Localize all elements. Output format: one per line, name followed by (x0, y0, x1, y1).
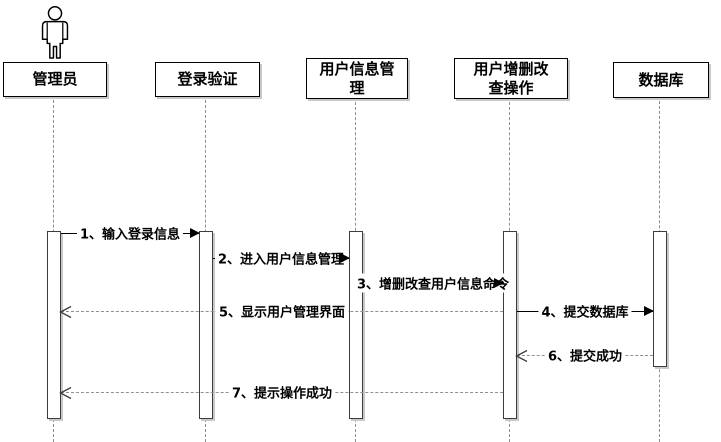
open-arrowhead-icon (59, 385, 73, 400)
activation-user-crud-ops (503, 231, 517, 419)
lifeline-label: 数据库 (638, 70, 684, 89)
activation-user-info-mgmt (349, 231, 363, 419)
message-label: 5、显示用户管理界面 (215, 301, 349, 321)
message-label: 6、提交成功 (544, 345, 626, 365)
message-label: 3、增删改查用户信息命令 (353, 273, 513, 293)
filled-arrowhead-icon (190, 228, 200, 238)
message-label: 1、输入登录信息 (76, 223, 184, 243)
lifeline-head-login-verify: 登录验证 (155, 62, 260, 97)
lifeline-label: 登录验证 (177, 70, 238, 88)
message-label: 4、提交数据库 (538, 301, 632, 321)
message-label: 7、提示操作成功 (228, 382, 336, 402)
lifeline-label: 用户增删改 查操作 (473, 59, 549, 97)
lifeline-head-user-crud-ops: 用户增删改 查操作 (454, 58, 568, 99)
lifeline-label: 用户信息管 理 (319, 59, 395, 97)
actor-person-icon (36, 5, 74, 59)
filled-arrowhead-icon (340, 253, 350, 263)
lifeline-head-admin: 管理员 (3, 62, 107, 97)
lifeline-label: 管理员 (32, 70, 78, 88)
activation-login-verify (199, 231, 213, 419)
filled-arrowhead-icon (494, 278, 504, 288)
activation-admin (47, 231, 61, 419)
message-label: 2、进入用户信息管理 (214, 248, 348, 268)
lifeline-head-user-info-mgmt: 用户信息管 理 (306, 58, 408, 99)
filled-arrowhead-icon (644, 306, 654, 316)
activation-database (653, 231, 667, 367)
open-arrowhead-icon (515, 348, 529, 363)
lifeline-head-database: 数据库 (613, 62, 709, 98)
open-arrowhead-icon (59, 304, 73, 319)
